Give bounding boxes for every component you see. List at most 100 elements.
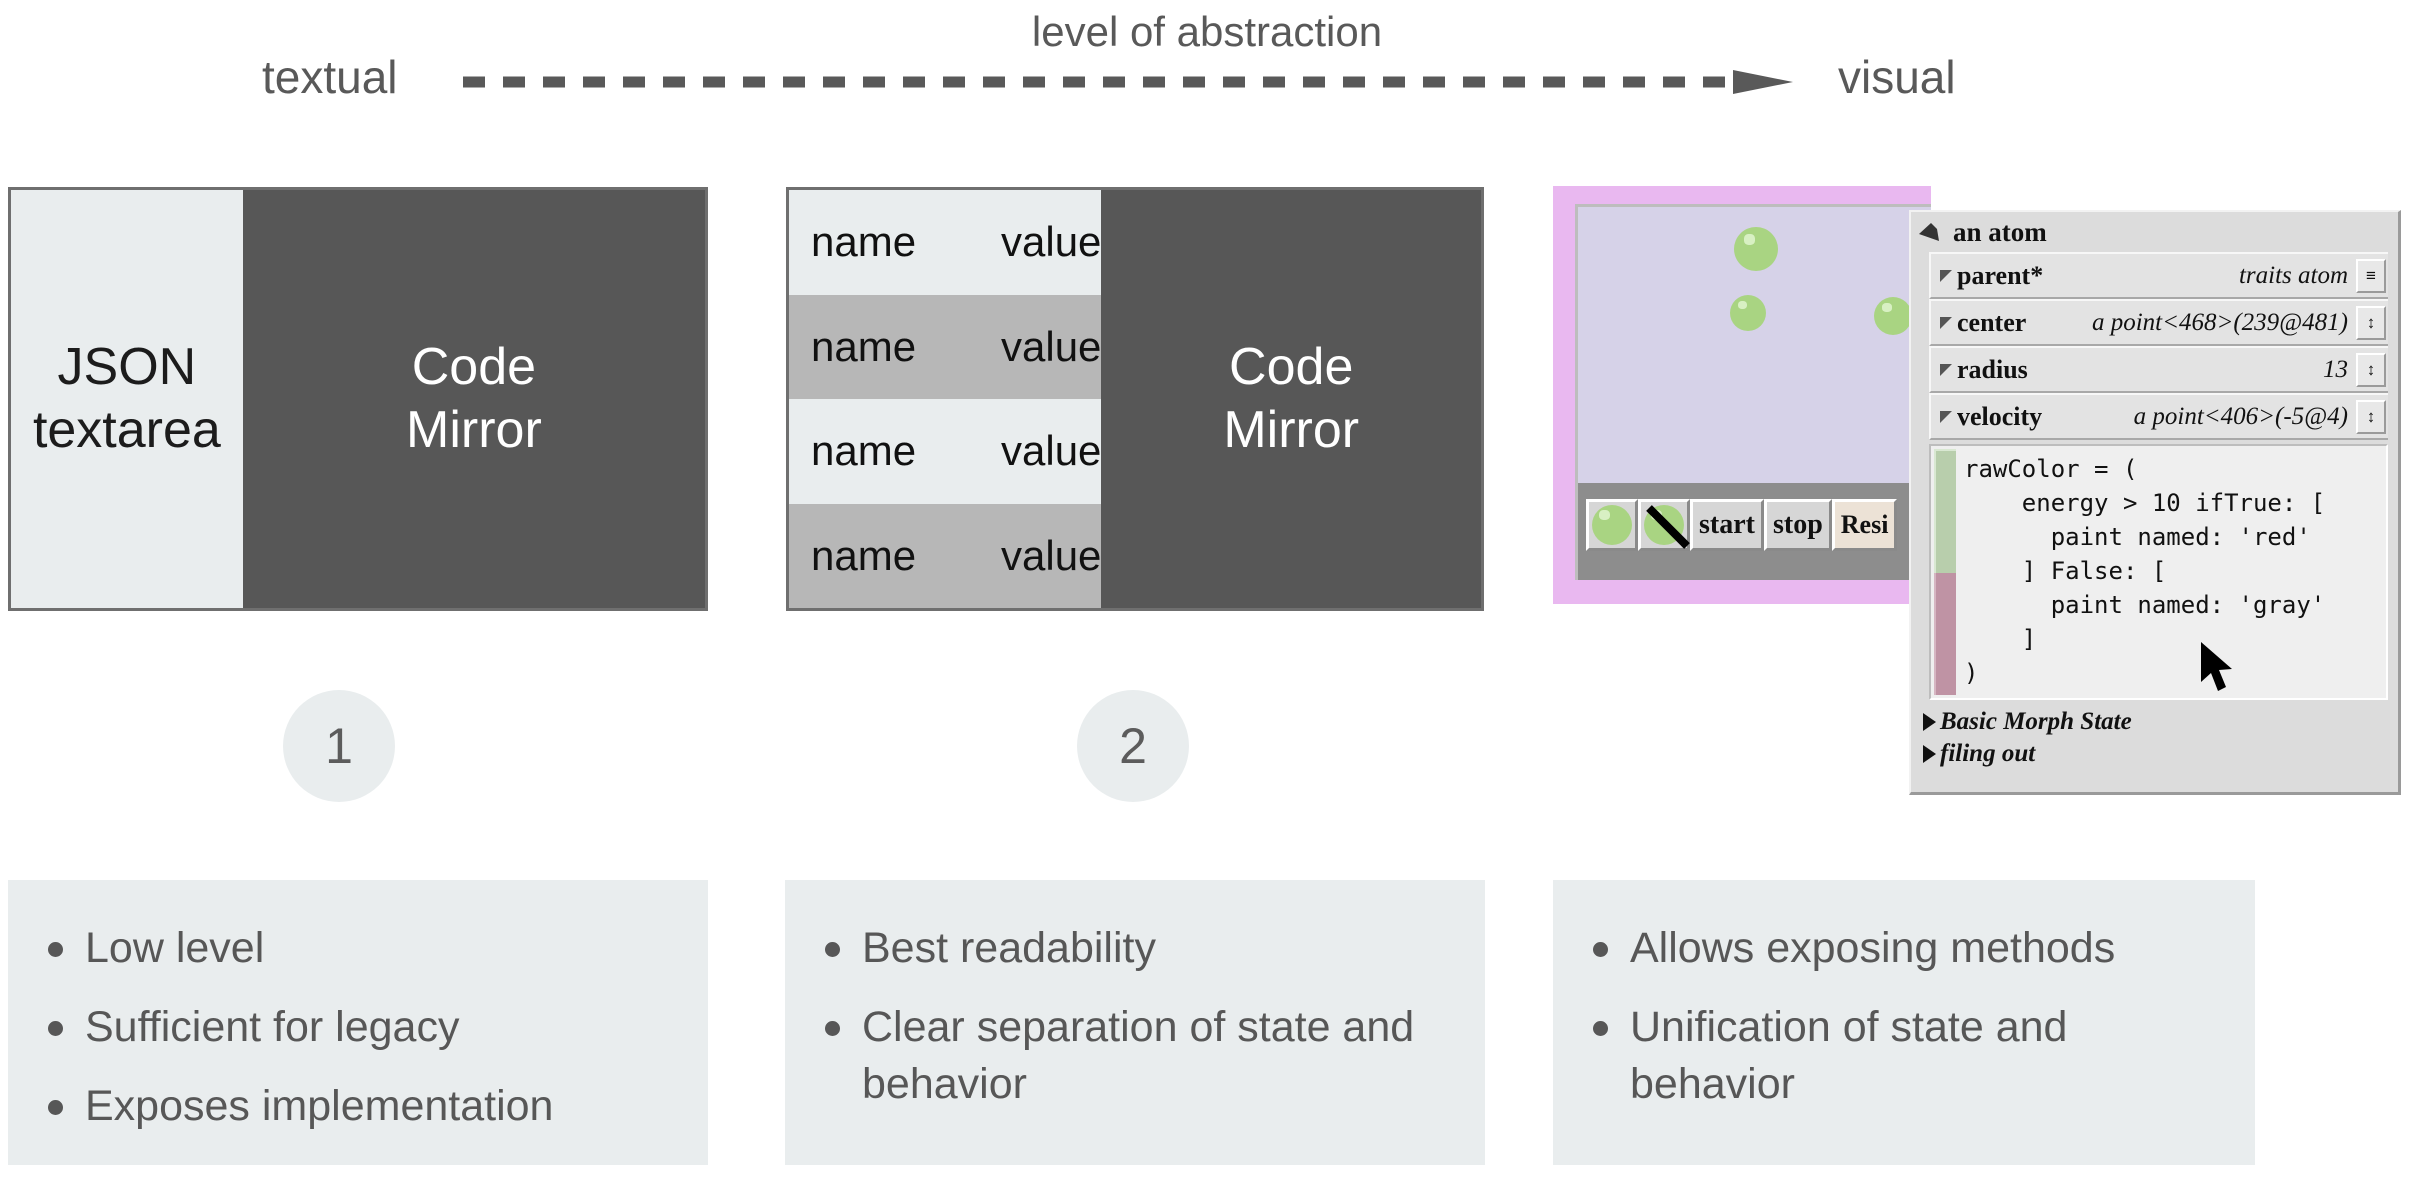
field-stepper-icon[interactable]: ↕ [2356,352,2386,387]
pros-box-2: Best readability Clear separation of sta… [785,880,1485,1165]
inspector-section-filing-out[interactable]: filing out [1923,738,2398,770]
stop-button[interactable]: stop [1763,499,1832,551]
corner-handle-icon [1940,363,1952,376]
gutter-accept-bar[interactable] [1934,449,1956,573]
list-item-text: Sufficient for legacy [85,1002,460,1051]
row-name: name [811,531,917,579]
bullet-dot-icon [825,1020,840,1036]
axis-label-textual: textual [262,51,398,103]
row-value: value [1001,322,1102,370]
list-item-text: Exposes implementation [85,1081,554,1130]
axis-label-visual: visual [1838,51,1956,103]
code-source-text[interactable]: rawColor = ( energy > 10 ifTrue: [ paint… [1964,455,2326,688]
chevron-right-icon [1923,713,1936,731]
row-value: value [1001,531,1102,579]
json-textarea-label: JSON textarea [33,336,221,463]
list-item: Sufficient for legacy [48,999,682,1056]
table-row[interactable]: name value [789,399,1102,504]
inspector-section-basic-morph-state[interactable]: Basic Morph State [1923,706,2398,738]
code-mirror-label-1: Code Mirror [406,336,542,463]
dashed-arrow-icon [463,70,1793,94]
bullet-dot-icon [48,942,63,957]
gutter-cancel-bar[interactable] [1934,573,1956,695]
row-value: value [1001,427,1102,475]
list-item: Clear separation of state and behavior [825,999,1459,1113]
list-item: Allows exposing methods [1593,920,2229,977]
code-mirror-label-2-line2: Mirror [1223,401,1360,459]
atom-morph[interactable] [1734,227,1778,271]
list-item-text: Unification of state and behavior [1630,1002,2068,1108]
row-name: name [811,322,917,370]
json-textarea-label-line1: JSON [57,337,197,396]
bullet-dot-icon [48,1020,63,1036]
code-mirror-label-1-line1: Code [411,337,537,396]
inspector-code-editor[interactable]: rawColor = ( energy > 10 ifTrue: [ paint… [1929,444,2388,700]
bullet-dot-icon [1593,1020,1608,1036]
inspector-field-center[interactable]: center a point<468>(239@481) ↕ [1929,299,2388,346]
corner-handle-icon [1940,269,1952,282]
pros-box-3: Allows exposing methods Unification of s… [1553,880,2255,1165]
field-value: traits atom [2238,261,2348,289]
row-name: name [811,218,917,266]
atom-swatch-disabled-button[interactable] [1638,499,1690,551]
start-button[interactable]: start [1690,499,1764,551]
mock-panel-name-value-table: name value name value name value name va… [786,187,1484,611]
row-value: value [1001,218,1102,266]
atom-swatch-icon [1592,505,1632,545]
resize-button[interactable]: Resi [1831,499,1898,551]
inspector-field-radius[interactable]: radius 13 ↕ [1929,346,2388,393]
code-mirror-pane-2[interactable]: Code Mirror [1101,190,1481,608]
morphic-world-frame: start stop Resi [1575,204,1931,580]
field-value: a point<468>(239@481) [2091,308,2348,336]
table-row[interactable]: name value [789,503,1102,608]
field-menu-icon[interactable]: ≡ [2356,258,2386,293]
list-item: Best readability [825,920,1459,977]
list-item: Exposes implementation [48,1078,682,1135]
inspector-field-list: parent* traits atom ≡ center a point<468… [1929,252,2388,440]
inspector-title-text: an atom [1953,216,2047,247]
inspector-title-bar[interactable]: an atom [1911,212,2398,252]
table-row[interactable]: name value [789,294,1102,399]
inspector-field-parent[interactable]: parent* traits atom ≡ [1929,252,2388,299]
atom-morph[interactable] [1730,295,1766,331]
code-gutter [1934,449,1956,695]
json-textarea-pane[interactable]: JSON textarea [11,190,243,608]
chevron-right-icon [1923,745,1936,763]
field-stepper-icon[interactable]: ↕ [2356,399,2386,434]
field-value: 13 [2323,355,2348,383]
list-item-text: Allows exposing methods [1630,924,2116,972]
slash-icon [1646,505,1690,549]
list-item-text: Clear separation of state and behavior [862,1002,1415,1108]
morphic-toolbar: start stop Resi [1586,499,1898,551]
code-mirror-label-2-line1: Code [1229,337,1354,396]
corner-handle-icon [1940,410,1952,423]
inspector-field-velocity[interactable]: velocity a point<406>(-5@4) ↕ [1929,393,2388,440]
corner-handle-icon [1940,316,1952,329]
field-name: radius [1957,354,2028,384]
list-item-text: Best readability [862,924,1156,972]
morph-menu-icon[interactable] [1917,221,1943,243]
code-mirror-label-1-line2: Mirror [406,401,542,459]
section-label: Basic Morph State [1940,708,2132,735]
list-item-text: Low level [85,924,265,972]
row-name: name [811,427,917,475]
bullet-dot-icon [1593,942,1608,957]
object-inspector-window: an atom parent* traits atom ≡ center a p… [1909,210,2401,795]
list-item: Low level [48,920,682,977]
abstraction-axis: level of abstraction textual visual [0,0,2414,150]
code-mirror-label-2: Code Mirror [1223,336,1359,463]
mock-panel-json-textarea: JSON textarea Code Mirror [8,187,708,611]
field-stepper-icon[interactable]: ↕ [2356,305,2386,340]
step-badge-2: 2 [1077,690,1189,802]
axis-caption: level of abstraction [1031,8,1383,55]
bullet-dot-icon [48,1099,63,1115]
morphic-canvas[interactable] [1578,207,1931,483]
atom-morph[interactable] [1874,297,1912,335]
step-badge-1: 1 [283,690,395,802]
field-value: a point<406>(-5@4) [2133,402,2348,430]
code-mirror-pane-1[interactable]: Code Mirror [242,190,705,608]
list-item: Unification of state and behavior [1593,999,2229,1113]
pros-box-1: Low level Sufficient for legacy Exposes … [8,880,708,1165]
atom-swatch-button[interactable] [1586,499,1638,551]
table-row[interactable]: name value [789,190,1102,295]
